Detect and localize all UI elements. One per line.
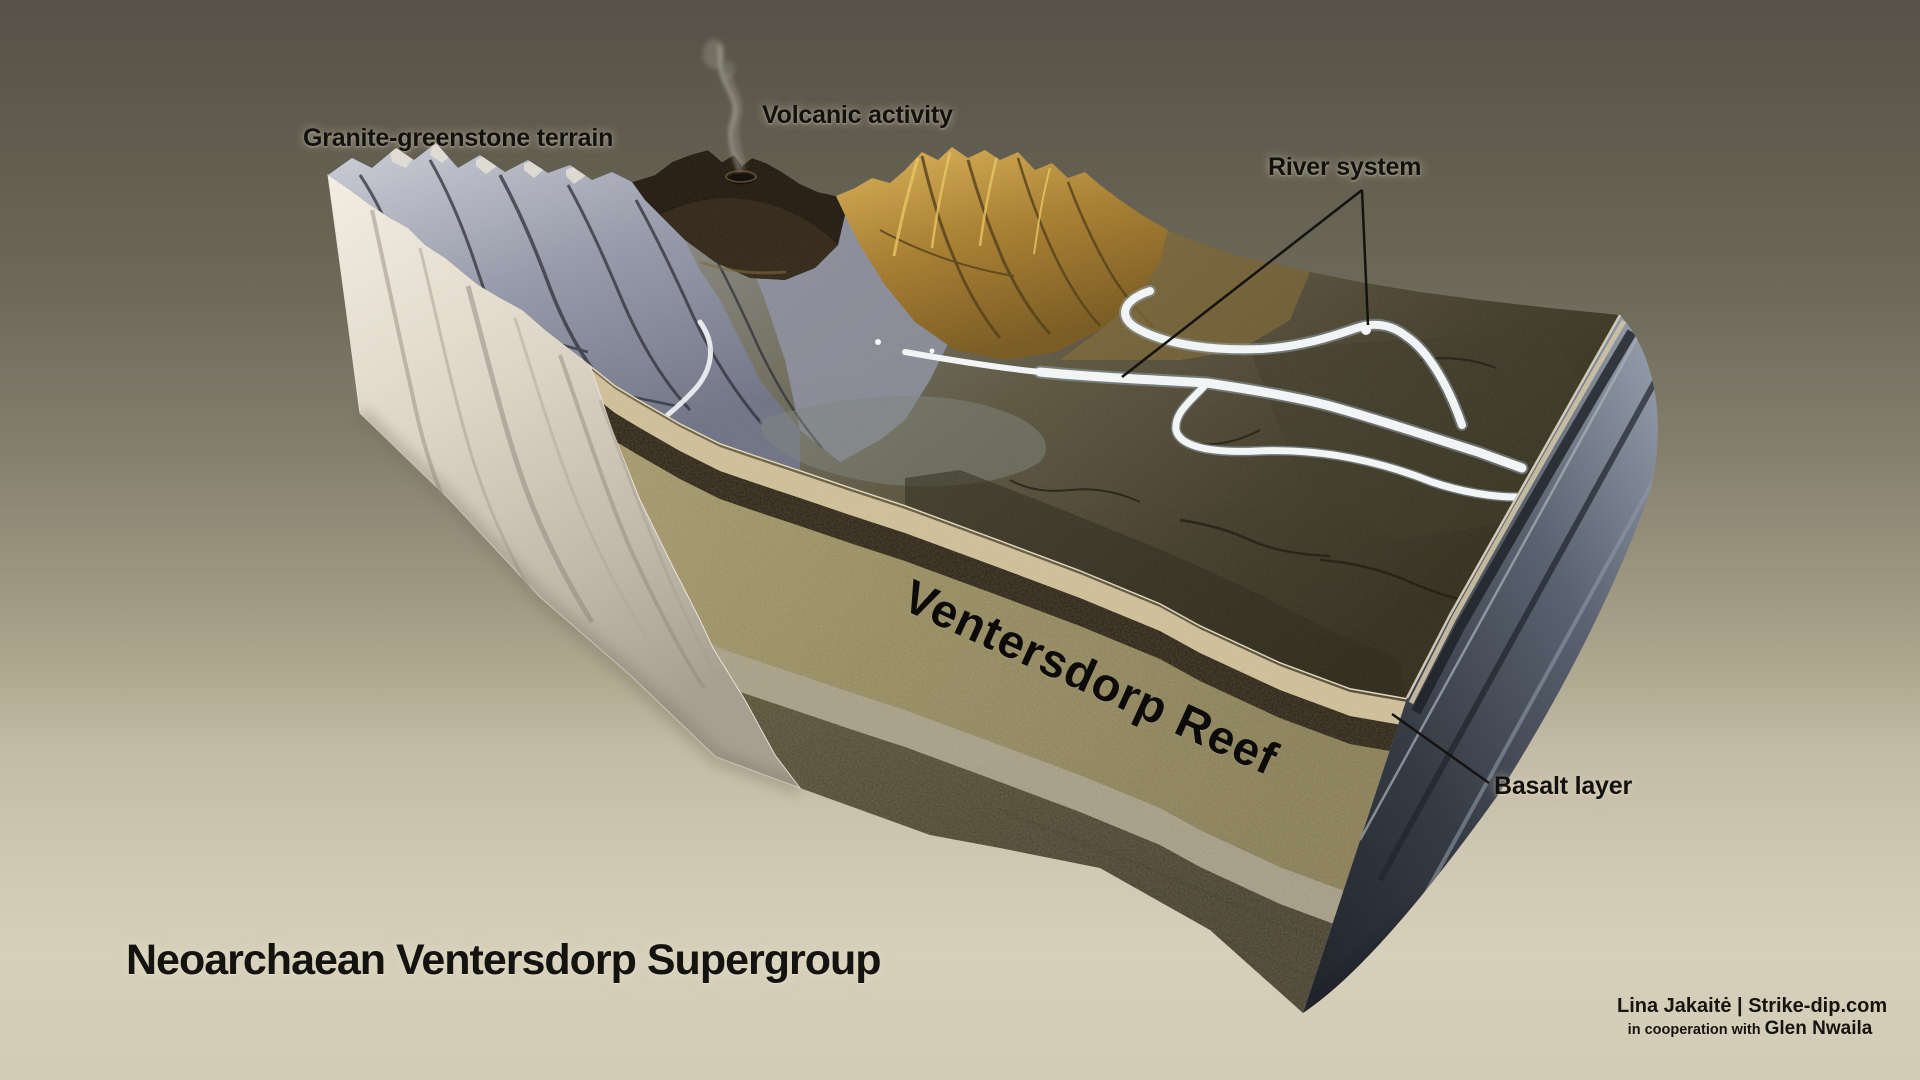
label-volcanic-activity: Volcanic activity: [762, 101, 953, 129]
river-leader-line-right: [1360, 189, 1370, 326]
label-river-system: River system: [1268, 153, 1422, 181]
basalt-leader-line: [1391, 712, 1490, 785]
credit-cooperation: in cooperation with Glen Nwaila: [1617, 1018, 1883, 1040]
volcano-smoke: [703, 39, 746, 172]
label-basalt-layer: Basalt layer: [1494, 772, 1632, 800]
credit-cooperation-prefix: in cooperation with: [1627, 1022, 1765, 1038]
label-granite-greenstone-terrain: Granite-greenstone terrain: [303, 124, 614, 152]
credits-block: Lina Jakaitė | Strike-dip.com in coopera…: [1617, 995, 1888, 1040]
front-face-cross-section: [327, 173, 1408, 1013]
credit-author: Lina Jakaitė | Strike-dip.com: [1617, 995, 1888, 1017]
right-edge-rim: [1405, 314, 1622, 699]
page-title: Neoarchaean Ventersdorp Supergroup: [126, 936, 882, 984]
river-leader-line-left: [1121, 189, 1363, 378]
granite-basement-face: [327, 173, 803, 796]
credit-cooperation-name: Glen Nwaila: [1764, 1018, 1873, 1039]
